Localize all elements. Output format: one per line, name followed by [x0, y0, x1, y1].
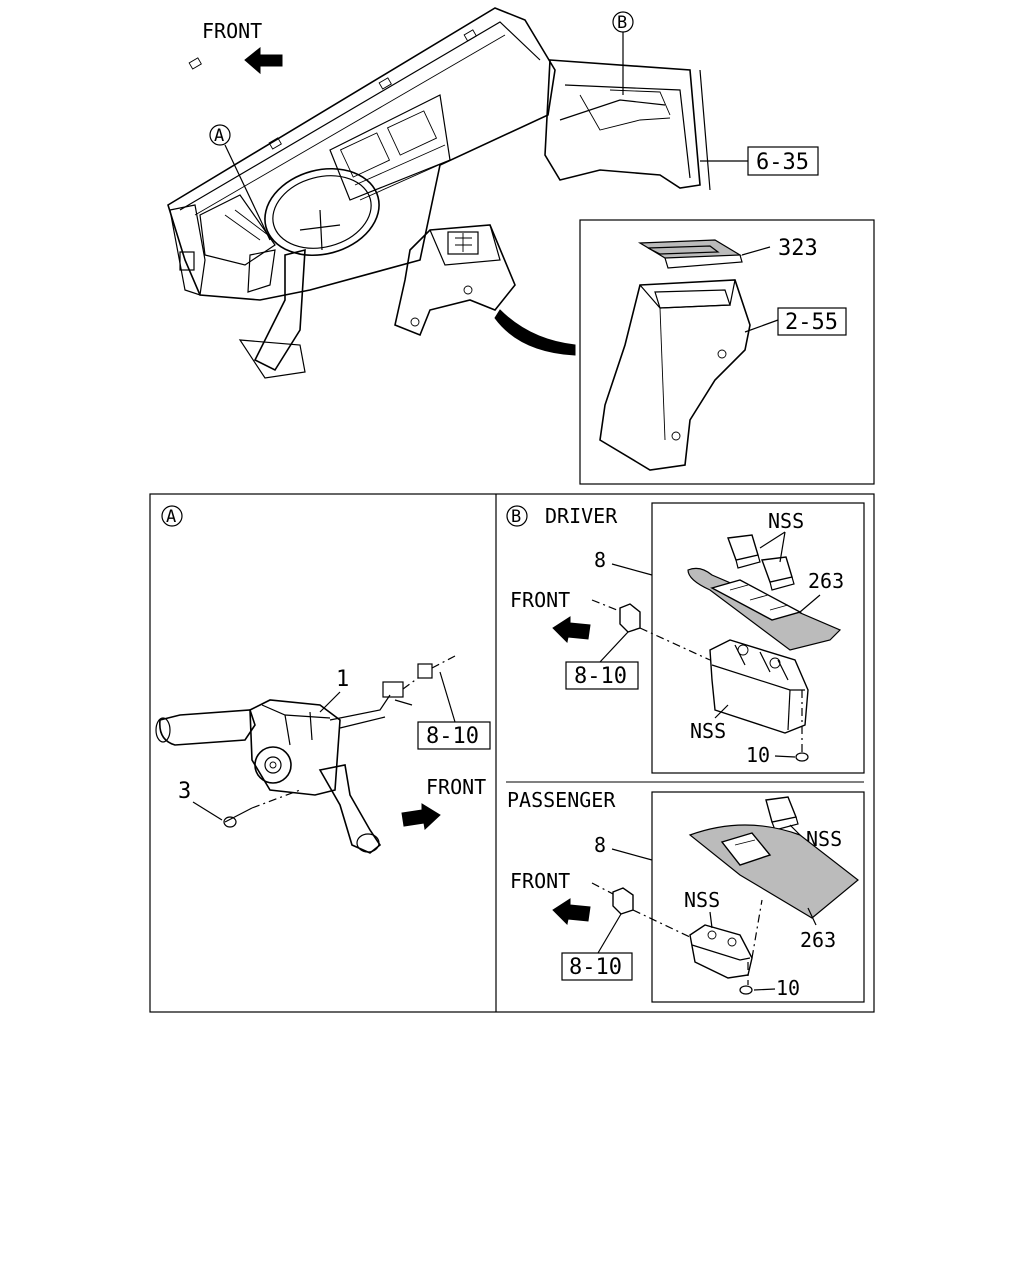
panel-a-front-arrow-icon	[401, 803, 441, 831]
driver-nss-bottom-label: NSS	[690, 719, 726, 743]
passenger-nss-left-label: NSS	[684, 888, 720, 912]
lower-frame	[149, 493, 875, 1013]
callout-a-letter-top: A	[214, 126, 224, 146]
panel-a: A 8-10 1 3 FRONT	[155, 505, 491, 854]
ref-2-55: 2-55	[785, 310, 838, 335]
part-1-label: 1	[336, 667, 349, 692]
panel-b-passenger: PASSENGER NSS 263 NSS 10 8 FRONT	[507, 788, 865, 1003]
passenger-front-arrow-icon	[552, 898, 591, 926]
passenger-part-8-label: 8	[594, 833, 606, 857]
callout-a-dashboard: A	[209, 124, 271, 241]
console-detail-box: 323 2-55	[579, 219, 875, 485]
driver-part-263-label: 263	[808, 569, 844, 593]
driver-part-10-label: 10	[746, 743, 770, 767]
passenger-box	[651, 791, 865, 1003]
passenger-part-10-label: 10	[776, 976, 800, 1000]
console-small	[394, 224, 516, 337]
panel-b-driver: B DRIVER NSS 263 NSS 10 8	[506, 502, 865, 774]
driver-ref-8-10: 8-10	[574, 664, 627, 689]
ref-6-35: 6-35	[756, 150, 809, 175]
part-323-label: 323	[778, 236, 818, 261]
door-panel: B 6-35	[544, 11, 819, 191]
driver-nss-top-label: NSS	[768, 509, 804, 533]
driver-front-label: FRONT	[510, 588, 570, 612]
callout-b-letter-top: B	[617, 13, 627, 33]
driver-box	[651, 502, 865, 774]
front-label-top: FRONT	[202, 19, 262, 43]
driver-part-8-label: 8	[594, 548, 606, 572]
front-arrow-top-icon	[244, 46, 283, 75]
part-3-label: 3	[178, 779, 191, 804]
driver-title: DRIVER	[545, 504, 618, 528]
dashboard-overview: FRONT	[167, 7, 875, 485]
panel-b-letter: B	[511, 507, 521, 527]
steering-wheel	[238, 167, 380, 379]
panel-a-letter: A	[166, 507, 176, 527]
passenger-ref-8-10: 8-10	[569, 955, 622, 980]
panel-a-ref-8-10: 8-10	[426, 724, 479, 749]
passenger-front-label: FRONT	[510, 869, 570, 893]
driver-front-arrow-icon	[552, 616, 591, 644]
passenger-part-263-label: 263	[800, 928, 836, 952]
panel-a-front-label: FRONT	[426, 775, 486, 799]
detail-arrow-icon	[494, 309, 576, 356]
passenger-title: PASSENGER	[507, 788, 616, 812]
dashboard-body	[167, 7, 556, 301]
